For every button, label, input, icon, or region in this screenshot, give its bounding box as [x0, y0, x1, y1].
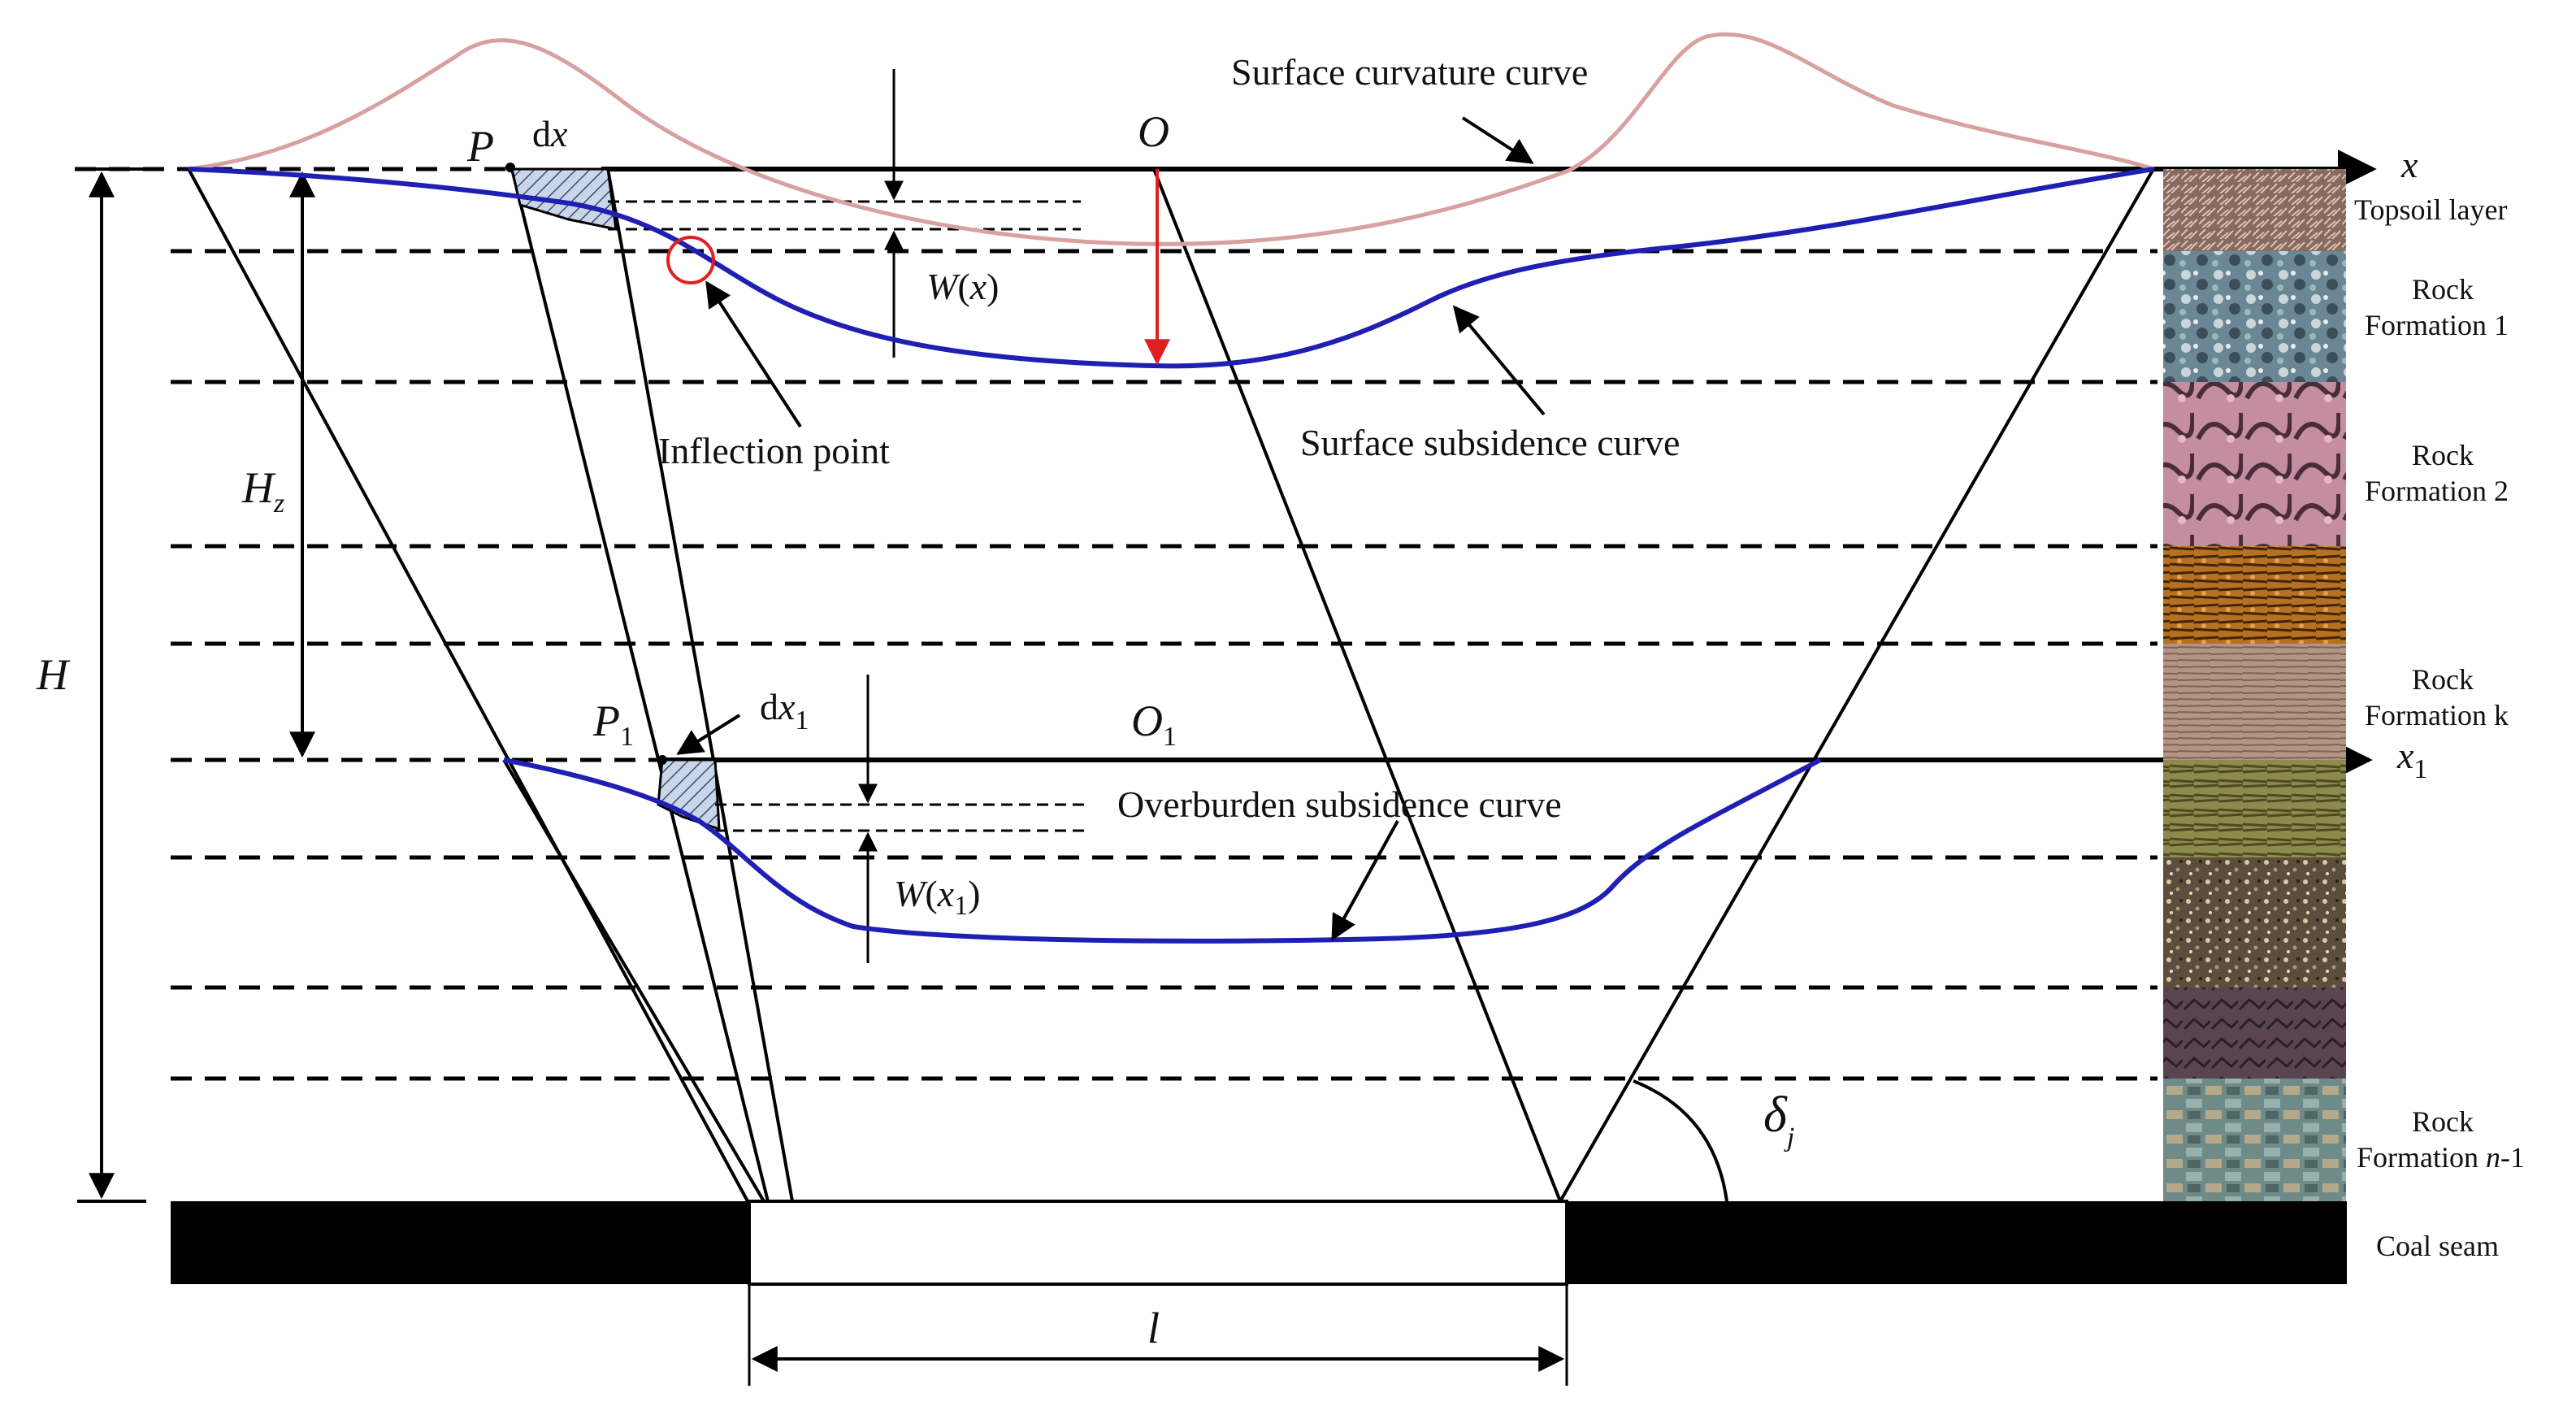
- depth-H-label: H: [36, 650, 71, 699]
- origin-O1-label: O1: [1131, 697, 1177, 752]
- point-P-dot: [505, 163, 515, 172]
- rock2-label-line2: Formation 2: [2365, 475, 2509, 507]
- overburden-subsidence-label: Overburden subsidence curve: [1117, 783, 1562, 825]
- leader-arrows: [676, 116, 1546, 941]
- right-outer-draw-line: [1559, 168, 2155, 1202]
- coal-seam-right: [1567, 1201, 2347, 1284]
- layer-orange: [2163, 546, 2346, 644]
- rock1-label-line2: Formation 1: [2365, 309, 2509, 341]
- layer-olive: [2163, 760, 2346, 857]
- origin-O-label: O: [1138, 107, 1169, 156]
- rock1-label-line1: Rock: [2412, 273, 2474, 306]
- left-outer-draw-line: [187, 168, 749, 1202]
- curvature-leader: [1461, 116, 1534, 164]
- angle-delta-label: δj: [1763, 1087, 1794, 1152]
- surface-subsidence-label: Surface subsidence curve: [1300, 422, 1680, 463]
- overburden-element-dx1: [657, 758, 721, 831]
- wx-label: W(x): [926, 266, 999, 307]
- surface-subsidence-curve: [188, 167, 2154, 369]
- reference-dashes: [608, 200, 1089, 832]
- rockk-label-line2: Formation k: [2365, 699, 2509, 731]
- layer-topsoil: [2163, 169, 2346, 251]
- x1-axis-label: x1: [2396, 735, 2427, 784]
- coal-seam-left: [171, 1201, 749, 1284]
- inflection-point-label: Inflection point: [658, 430, 890, 471]
- layer-dark: [2163, 987, 2346, 1079]
- point-P-label: P: [466, 122, 494, 171]
- surface-curvature-label: Surface curvature curve: [1231, 51, 1588, 93]
- point-P1-label: P1: [592, 697, 634, 752]
- rockk-label-line1: Rock: [2412, 663, 2474, 696]
- element-line-b: [606, 168, 794, 1202]
- draw-lines: [187, 168, 2155, 1203]
- overburden-subsidence-curve: [503, 757, 1822, 944]
- goaf-opening: [748, 1200, 1568, 1286]
- point-P1-dot: [657, 755, 667, 765]
- element-line-a: [510, 168, 770, 1202]
- strata-column: [2163, 169, 2346, 1201]
- rockn-label-line1: Rock: [2412, 1105, 2474, 1138]
- inflection-point-marker: [666, 236, 715, 284]
- width-l-label: l: [1147, 1304, 1160, 1352]
- dx1-leader: [676, 714, 741, 755]
- strata-labels: Topsoil layer Rock Formation 1 Rock Form…: [2354, 193, 2525, 1262]
- topsoil-label: Topsoil layer: [2354, 193, 2507, 226]
- depth-Hz-label: Hz: [241, 463, 284, 519]
- dx1-label: dx1: [760, 686, 809, 736]
- rock2-label-line1: Rock: [2412, 439, 2474, 471]
- inflection-leader: [705, 280, 802, 428]
- surface-curvature-curve: [188, 32, 2154, 246]
- coal-seam-label: Coal seam: [2376, 1230, 2499, 1262]
- stratum-boundaries: [75, 167, 2158, 1081]
- layer-speckled: [2163, 857, 2346, 987]
- x-axis-label: x: [2400, 144, 2418, 185]
- rockn-label-line2: Formation n-1: [2357, 1141, 2525, 1174]
- dx-label: dx: [532, 113, 568, 154]
- center-draw-line: [1152, 168, 1562, 1202]
- left-overburden-draw-line: [502, 758, 765, 1203]
- coal-seam: [171, 1200, 2347, 1286]
- layer-rock-formation-n-1: [2163, 1079, 2346, 1201]
- layer-rock-formation-1: [2163, 251, 2346, 382]
- layer-rock-formation-k: [2163, 644, 2346, 760]
- overburden-subsidence-leader: [1331, 820, 1399, 941]
- layer-rock-formation-2: [2163, 382, 2346, 546]
- surface-subsidence-leader: [1452, 305, 1546, 416]
- draw-angle-arc: [1633, 1079, 1728, 1202]
- wx1-label: W(x1): [894, 873, 980, 921]
